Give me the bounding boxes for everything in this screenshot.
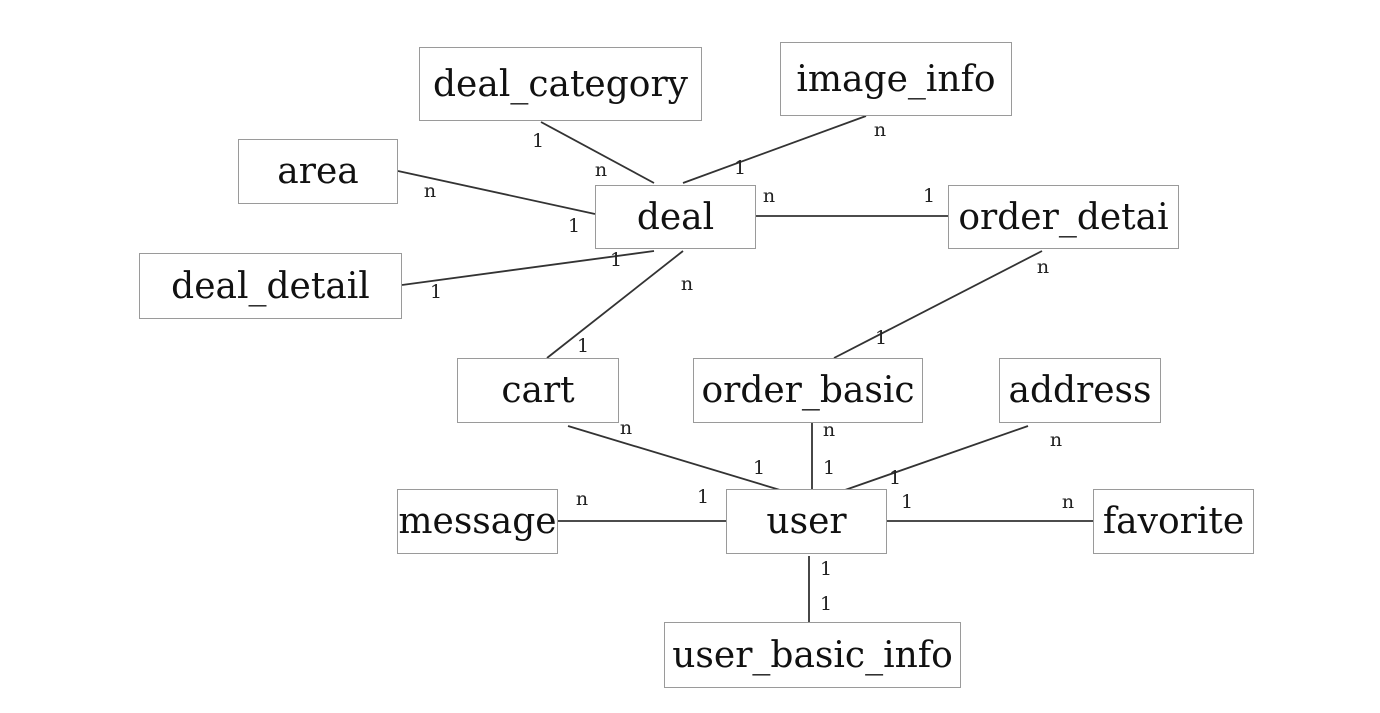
relation-line-cart-user (567, 425, 781, 491)
cardinality-deal-order_detai-from_card: n (763, 185, 775, 207)
cardinality-area-deal-to_card: 1 (568, 215, 580, 237)
cardinality-address-user-to_card: 1 (889, 467, 901, 489)
cardinality-image_info-deal-to_card: 1 (734, 157, 746, 179)
relation-line-address-user (844, 425, 1029, 491)
entity-image-info[interactable]: image_info (780, 42, 1012, 116)
entity-deal-category[interactable]: deal_category (419, 47, 702, 121)
relation-line-image_info-deal (682, 115, 867, 184)
cardinality-user-user_basic_info-to_card: 1 (820, 593, 832, 615)
cardinality-order_detai-order_basic-from_card: n (1037, 256, 1049, 278)
relation-line-area-deal (397, 170, 596, 215)
cardinality-message-user-from_card: n (576, 488, 588, 510)
cardinality-image_info-deal-from_card: n (874, 119, 886, 141)
cardinality-order_detai-order_basic-to_card: 1 (875, 327, 887, 349)
cardinality-deal-cart-to_card: 1 (577, 335, 589, 357)
cardinality-deal-order_detai-to_card: 1 (923, 185, 935, 207)
relation-line-order_detai-order_basic (833, 250, 1043, 359)
cardinality-deal_category-deal-from_card: 1 (532, 130, 544, 152)
entity-favorite[interactable]: favorite (1093, 489, 1254, 554)
entity-area[interactable]: area (238, 139, 398, 204)
cardinality-cart-user-to_card: 1 (753, 457, 765, 479)
entity-message[interactable]: message (397, 489, 558, 554)
relation-line-deal_category-deal (540, 121, 655, 184)
cardinality-user-favorite-from_card: 1 (901, 491, 913, 513)
entity-order-basic[interactable]: order_basic (693, 358, 923, 423)
cardinality-address-user-from_card: n (1050, 429, 1062, 451)
cardinality-order_basic-user-to_card: 1 (823, 457, 835, 479)
entity-user[interactable]: user (726, 489, 887, 554)
entity-user-basic-info[interactable]: user_basic_info (664, 622, 961, 688)
cardinality-message-user-to_card: 1 (697, 486, 709, 508)
cardinality-deal_detail-deal-from_card: 1 (430, 281, 442, 303)
entity-deal-detail[interactable]: deal_detail (139, 253, 402, 319)
cardinality-order_basic-user-from_card: n (823, 419, 835, 441)
entity-order-detai[interactable]: order_detai (948, 185, 1179, 249)
cardinality-area-deal-from_card: n (424, 180, 436, 202)
cardinality-user-user_basic_info-from_card: 1 (820, 558, 832, 580)
cardinality-deal_category-deal-to_card: n (595, 159, 607, 181)
cardinality-deal_detail-deal-to_card: 1 (610, 249, 622, 271)
relation-line-deal-cart (546, 250, 684, 359)
cardinality-cart-user-from_card: n (620, 417, 632, 439)
entity-address[interactable]: address (999, 358, 1161, 423)
cardinality-user-favorite-to_card: n (1062, 491, 1074, 513)
entity-deal[interactable]: deal (595, 185, 756, 249)
relation-line-deal_detail-deal (401, 250, 655, 286)
cardinality-deal-cart-from_card: n (681, 273, 693, 295)
entity-cart[interactable]: cart (457, 358, 619, 423)
